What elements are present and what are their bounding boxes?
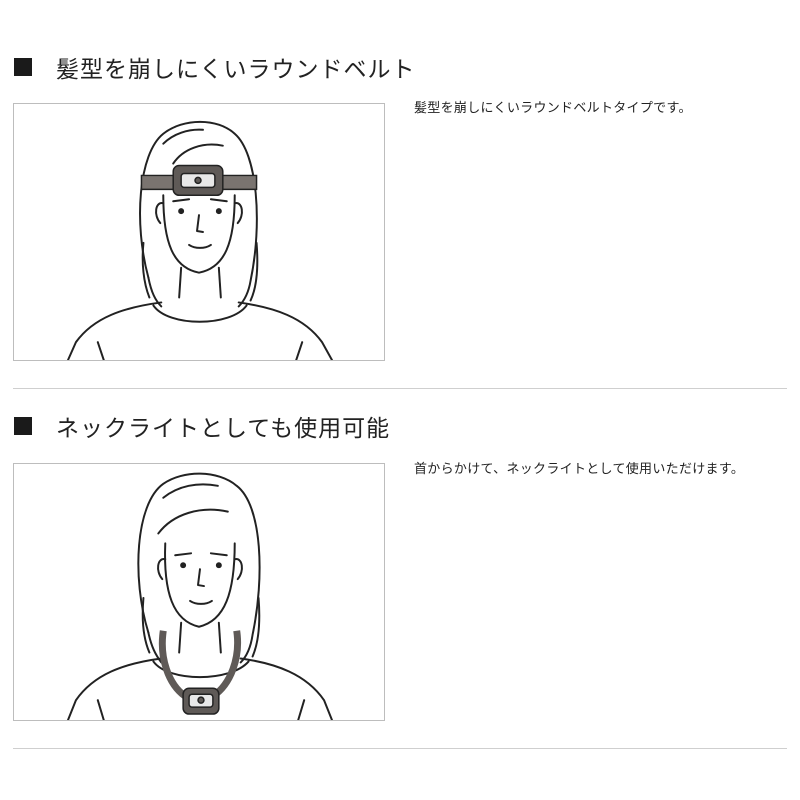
section-title: ネックライトとしても使用可能 — [56, 416, 391, 442]
section-description: 髪型を崩しにくいラウンドベルトタイプです。 — [414, 101, 692, 116]
section-heading: ネックライトとしても使用可能 — [14, 411, 391, 442]
person-wearing-necklight-illustration — [67, 472, 333, 720]
section-description: 首からかけて、ネックライトとして使用いただけます。 — [414, 462, 745, 477]
necklight-device — [158, 630, 241, 715]
headlamp-illustration-frame — [13, 103, 385, 361]
section-title: 髪型を崩しにくいラウンドベルト — [56, 57, 416, 83]
headlamp-band — [140, 164, 258, 197]
square-bullet-icon — [14, 417, 32, 435]
square-bullet-icon — [14, 58, 32, 76]
section-divider — [13, 748, 787, 749]
necklight-illustration-frame — [13, 463, 385, 721]
person-wearing-headlamp-illustration — [67, 120, 333, 360]
section-heading: 髪型を崩しにくいラウンドベルト — [14, 52, 416, 83]
section-divider — [13, 388, 787, 389]
